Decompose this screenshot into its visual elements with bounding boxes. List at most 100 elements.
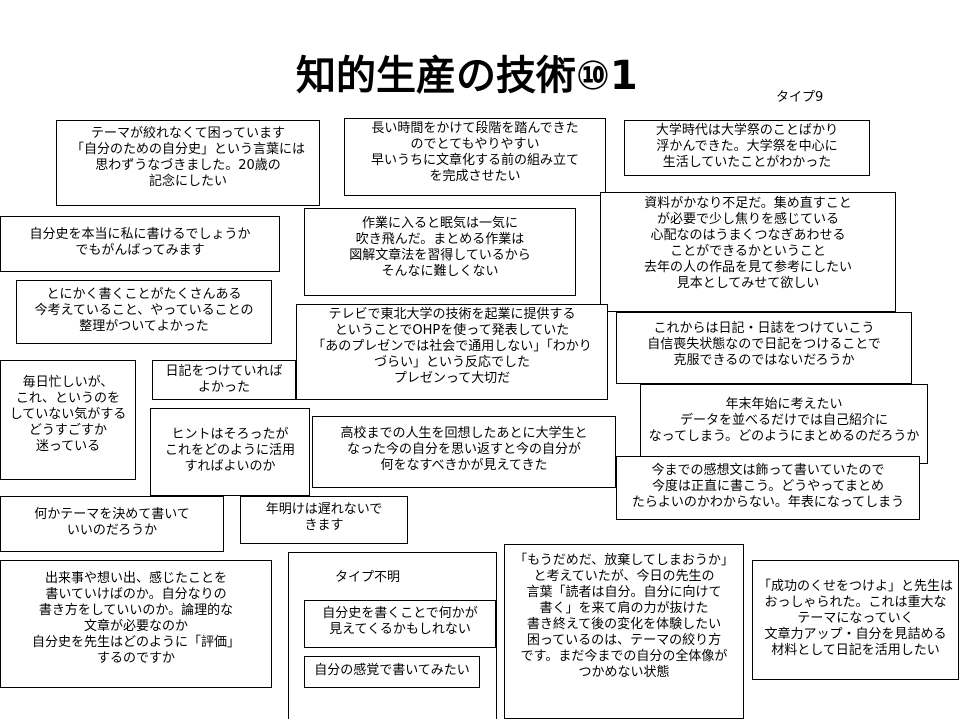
note-line: よかった — [197, 380, 250, 395]
note-line: 自分史を書くことで何かが — [322, 606, 478, 621]
note-line: するのですか — [96, 651, 175, 666]
note-line: 毎日忙しいが、 — [22, 375, 114, 390]
note-line: 浮かんできた。大学祭を中心に — [656, 139, 838, 154]
note-line: 年明けは遅れないで — [265, 502, 383, 517]
note-line: 長い時間をかけて段階を踏んできた — [371, 121, 579, 136]
note-line: 早いうちに文章化する前の組み立て — [370, 153, 579, 168]
note-line: ということでOHPを使って発表していた — [334, 323, 570, 338]
note-line: 「成功のくせをつけよ」と先生は — [757, 579, 953, 594]
note-line: データを並べるだけでは自己紹介に — [679, 413, 888, 428]
note-line: プレゼンって大切だ — [393, 371, 511, 386]
note-line: 日記をつけていれば — [165, 364, 283, 379]
note-events-feelings: 出来事や想い出、感じたことを書いていけばのか。自分なりの書き方をしていいのか。論… — [0, 560, 272, 688]
note-line: きます — [304, 518, 344, 533]
note-line: 今考えていること、やっていることの — [34, 303, 254, 318]
type-unknown-label: タイプ不明 — [335, 570, 401, 585]
note-line: 言葉「読者は自分。自分に向けて — [526, 585, 722, 600]
note-line: 記念にしたい — [148, 174, 227, 189]
note-line: 資料がかなり不足だ。集め直すこと — [644, 196, 852, 211]
note-busy-days: 毎日忙しいが、これ、というのをしていない気がするどうすごすか迷っている — [0, 360, 136, 480]
note-year-end: 年末年始に考えたいデータを並べるだけでは自己紹介になってしまう。どのようにまとめ… — [640, 384, 928, 464]
note-line: これ、というのを — [15, 391, 121, 406]
note-line: テーマになっていく — [797, 611, 914, 626]
note-see-something: 自分史を書くことで何かが見えてくるかもしれない — [304, 600, 496, 648]
note-line: 吹き飛んだ。まとめる作業は — [355, 232, 525, 247]
note-not-too-late: 年明けは遅れないできます — [240, 496, 408, 544]
note-line: を完成させたい — [429, 169, 521, 184]
note-line: 高校までの人生を回想したあとに大学生と — [340, 426, 588, 441]
note-line: ことができるかということ — [670, 244, 826, 259]
note-line: すればよいのか — [184, 459, 276, 474]
note-line: とにかく書くことがたくさんある — [46, 287, 242, 302]
divider-line — [288, 552, 289, 719]
note-line: いいのだろうか — [66, 523, 158, 538]
note-much-to-write: とにかく書くことがたくさんある今考えていること、やっていることの整理がついてよか… — [16, 280, 272, 344]
note-can-i-write: 自分史を本当に私に書けるでしょうかでもがんばってみます — [0, 216, 280, 272]
note-hints-gathered: ヒントはそろったがこれをどのように活用すればよいのか — [150, 408, 310, 496]
note-line: 整理がついてよかった — [79, 319, 209, 334]
note-line: 「自分のための自分史」という言葉には — [70, 142, 305, 157]
note-line: 自信喪失状態なので日記をつけることで — [647, 337, 881, 352]
note-line: なってしまう。どのようにまとめるのだろうか — [648, 429, 920, 444]
note-line: どうすごすか — [28, 423, 108, 438]
note-steps-over-time: 長い時間をかけて段階を踏んできたのでとてもやりやすい早いうちに文章化する前の組み… — [344, 118, 606, 196]
note-line: 自分史を先生はどのように「評価」 — [31, 635, 240, 650]
note-line: と考えていたが、今日の先生の — [533, 569, 715, 584]
note-sleepiness-gone: 作業に入ると眠気は一気に吹き飛んだ。まとめる作業は図解文章法を習得しているからそ… — [304, 208, 576, 296]
note-line: 克服できるのではないだろうか — [673, 353, 855, 368]
note-line: おっしゃられた。これは重大な — [764, 595, 947, 610]
note-line: 書き方をしていいのか。論理的な — [38, 603, 234, 618]
note-line: 去年の人の作品を見て参考にしたい — [643, 260, 852, 275]
note-line: たらよいのかわからない。年表になってしまう — [631, 495, 905, 510]
note-line: 今までの感想文は飾って書いていたので — [651, 463, 885, 478]
note-line: 書き終えて後の変化を体験したい — [526, 617, 722, 632]
note-line: 「もうだめだ、放棄してしまおうか」 — [514, 553, 734, 568]
note-line: 文章が必要なのか — [83, 619, 188, 634]
note-line: のでとてもやりやすい — [410, 137, 540, 152]
note-line: 見本としてみせて欲しい — [676, 276, 820, 291]
note-looking-back: 高校までの人生を回想したあとに大学生となった今の自分を思い返すと今の自分が何をな… — [312, 416, 616, 488]
note-line: これからは日記・日誌をつけていこう — [653, 321, 875, 336]
note-tv-presentation: テレビで東北大学の技術を起業に提供するということでOHPを使って発表していた「あ… — [296, 304, 608, 400]
note-line: テレビで東北大学の技術を起業に提供する — [328, 307, 576, 322]
note-line: 書く」を来て肩の力が抜けた — [539, 601, 709, 616]
note-theme-narrowing: テーマが絞れなくて困っています「自分のための自分史」という言葉には思わずうなづき… — [56, 120, 320, 206]
note-keep-diary: これからは日記・日誌をつけていこう自信喪失状態なので日記をつけることで克服できる… — [616, 312, 912, 384]
divider-line — [496, 552, 497, 719]
note-line: 出来事や想い出、感じたことを — [44, 571, 227, 586]
note-line: 思わずうなづきました。20歳の — [95, 158, 281, 173]
note-line: 心配なのはうまくつなぎあわせる — [650, 228, 846, 243]
note-line: なった今の自分を思い返すと今の自分が — [346, 442, 581, 457]
note-line: ヒントはそろったが — [171, 427, 289, 442]
note-line: 自分史を本当に私に書けるでしょうか — [29, 227, 251, 242]
note-line: でもがんばってみます — [75, 243, 205, 258]
divider-line — [288, 552, 496, 553]
note-line: 迷っている — [35, 439, 101, 454]
note-line: 作業に入ると眠気は一気に — [361, 216, 518, 231]
note-line: が必要で少し焦りを感じている — [656, 212, 839, 227]
note-give-up: 「もうだめだ、放棄してしまおうか」と考えていたが、今日の先生の言葉「読者は自分。… — [504, 544, 744, 719]
note-line: 書いていけばのか。自分なりの — [45, 587, 227, 602]
note-line: 文章力アップ・自分を見詰める — [764, 627, 947, 642]
note-line: 大学時代は大学祭のことばかり — [655, 123, 839, 138]
note-line: していない気がする — [9, 407, 127, 422]
note-line: です。まだ今までの自分の全体像が — [520, 649, 728, 664]
note-line: 何をなすべきかが見えてきた — [380, 458, 548, 473]
note-decide-theme: 何かテーマを決めて書いていいのだろうか — [0, 496, 224, 552]
note-university-festival: 大学時代は大学祭のことばかり浮かんできた。大学祭を中心に生活していたことがわかっ… — [624, 120, 870, 176]
note-line: つかめない状態 — [578, 665, 670, 680]
note-materials-lacking: 資料がかなり不足だ。集め直すことが必要で少し焦りを感じている心配なのはうまくつな… — [600, 192, 896, 312]
note-line: 「あのプレゼンでは社会で通用しない」「わかり — [312, 339, 592, 354]
note-line: 年末年始に考えたい — [725, 397, 843, 412]
note-line: そんなに難しくない — [381, 264, 499, 279]
note-diary-wish: 日記をつけていればよかった — [152, 360, 296, 400]
type9-label: タイプ9 — [776, 90, 824, 105]
note-line: 何かテーマを決めて書いて — [34, 507, 190, 522]
note-line: 見えてくるかもしれない — [329, 622, 471, 637]
note-own-sense: 自分の感覚で書いてみたい — [304, 656, 480, 688]
note-line: づらい」という反応でした — [373, 355, 530, 370]
note-line: 今度は正直に書こう。どうやってまとめ — [652, 479, 884, 494]
note-line: 自分の感覚で書いてみたい — [314, 663, 470, 678]
note-honest-writing: 今までの感想文は飾って書いていたので今度は正直に書こう。どうやってまとめたらよい… — [616, 456, 920, 520]
slide-title: 知的生産の技術⑩1 — [296, 53, 638, 99]
